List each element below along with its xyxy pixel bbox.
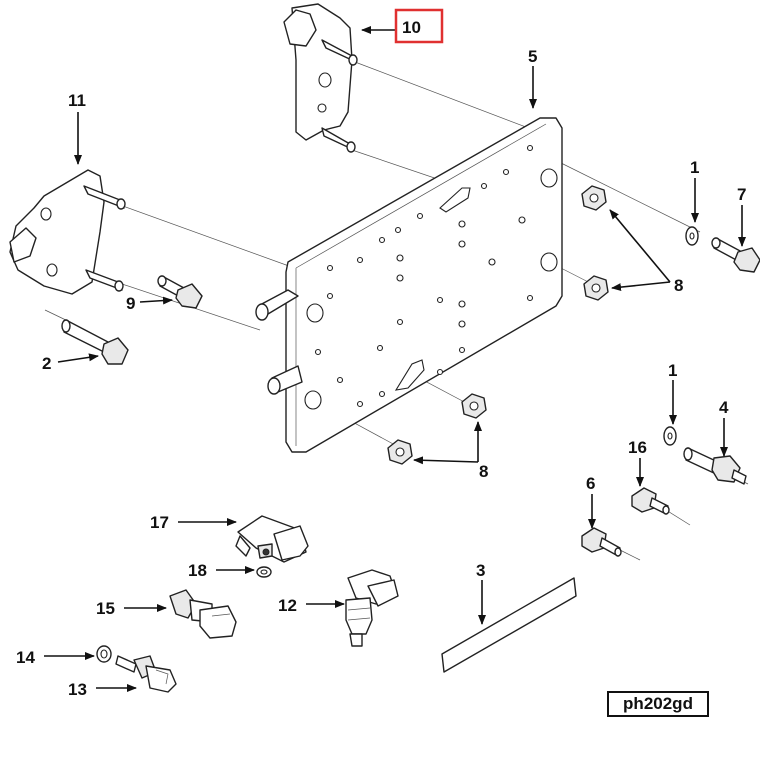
callout-6: 6 — [586, 474, 595, 493]
callout-14: 14 — [16, 648, 35, 667]
callout-9: 9 — [126, 294, 135, 313]
callout-4: 4 — [719, 398, 729, 417]
callout-arrows — [44, 26, 746, 692]
part-6-bolt — [581, 527, 622, 557]
plate-holes — [314, 144, 534, 408]
callout-10-highlight — [394, 8, 444, 44]
callout-7: 7 — [737, 185, 746, 204]
callout-3: 3 — [476, 561, 485, 580]
part-9-bolt — [157, 275, 203, 309]
callout-17: 17 — [150, 513, 169, 532]
callout-15: 15 — [96, 599, 115, 618]
part-8-nuts — [387, 185, 609, 465]
part-12-sensor — [345, 569, 399, 647]
callout-10: 10 — [402, 18, 421, 37]
part-18-oring — [256, 566, 272, 578]
callout-2: 2 — [42, 354, 51, 373]
part-14-oring — [96, 645, 112, 663]
part-16-bolt — [631, 487, 670, 515]
callout-11: 11 — [68, 91, 86, 110]
part-13-sensor — [115, 655, 177, 693]
callout-18: 18 — [188, 561, 207, 580]
part-5-plate — [255, 117, 563, 453]
part-17-sensor — [235, 515, 309, 563]
reference-code-label: ph202gd — [607, 691, 709, 717]
part-10-bracket — [283, 3, 358, 153]
part-3-strip — [441, 577, 577, 673]
callout-1-top: 1 — [690, 158, 699, 177]
callout-8-bottom: 8 — [479, 462, 488, 481]
callout-8-top: 8 — [674, 276, 683, 295]
part-4-stud — [683, 447, 747, 485]
part-15-sensor — [169, 589, 237, 639]
callout-13: 13 — [68, 680, 87, 699]
part-1-washers — [663, 226, 699, 446]
part-11-bracket — [9, 169, 126, 295]
callout-12: 12 — [278, 596, 297, 615]
callout-labels: 10 5 11 1 7 8 9 2 1 4 16 8 6 17 18 3 15 … — [16, 18, 746, 699]
part-2-bolt — [61, 319, 129, 365]
callout-1-mid: 1 — [668, 361, 677, 380]
callout-5: 5 — [528, 47, 537, 66]
part-7-bolt — [711, 237, 760, 273]
callout-16: 16 — [628, 438, 647, 457]
